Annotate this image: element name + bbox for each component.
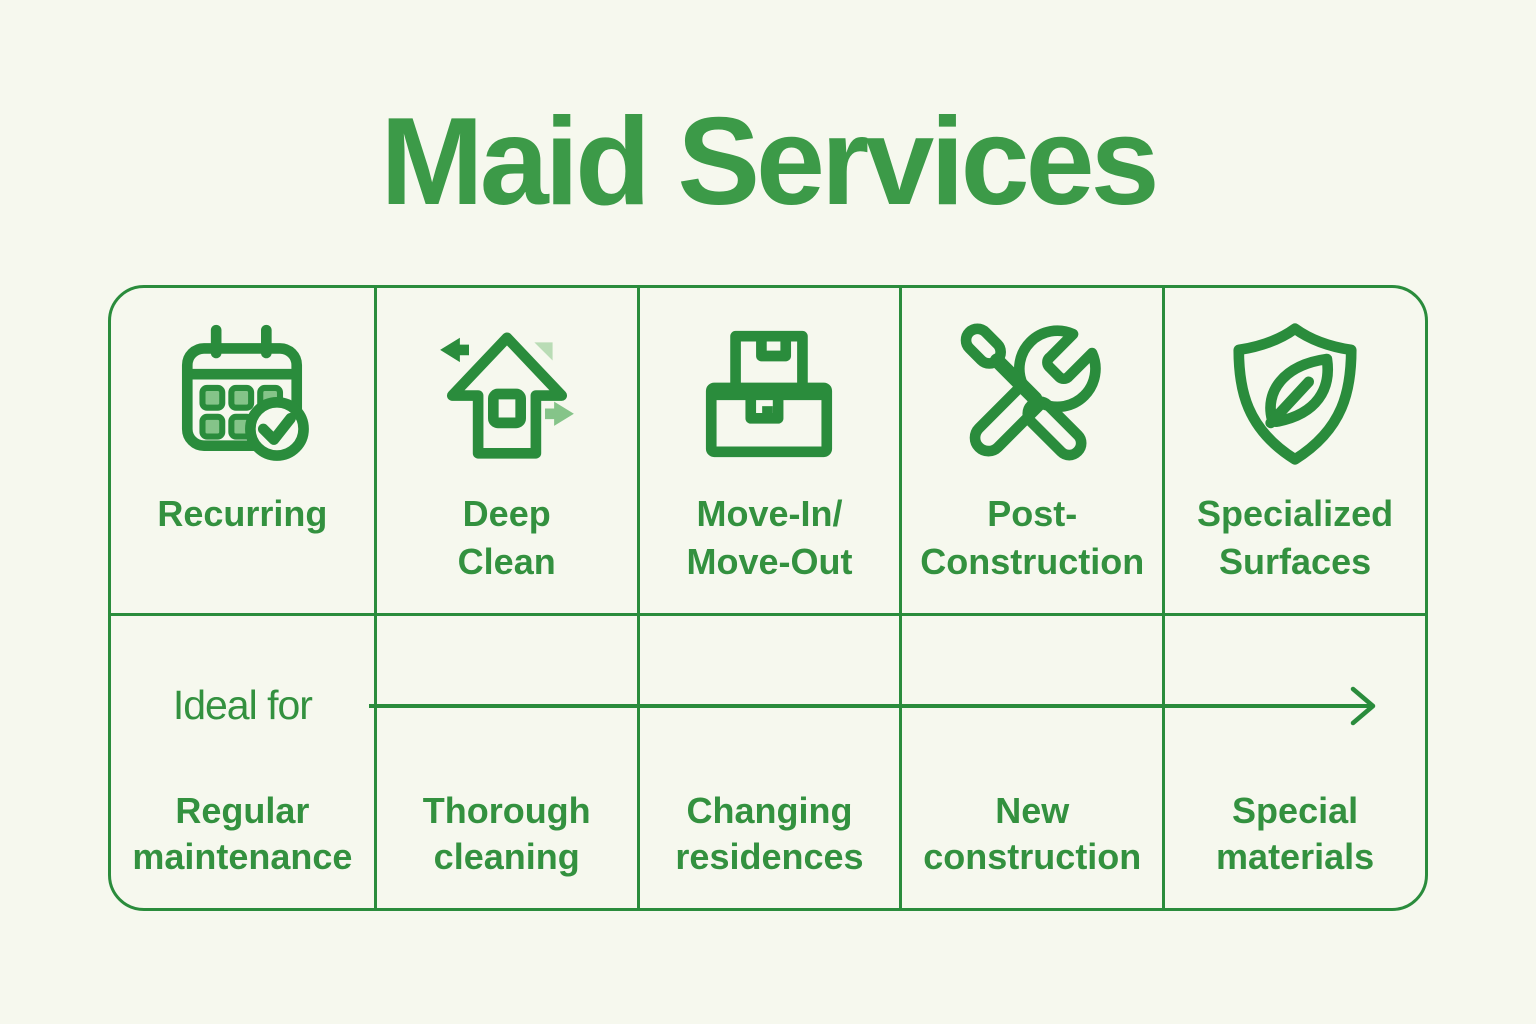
column-label-line2: Clean — [457, 541, 556, 582]
column-label: Post- — [987, 493, 1078, 534]
ideal-for-post-construction: New construction — [899, 613, 1163, 908]
ideal-for-value-line2: cleaning — [433, 836, 580, 877]
ideal-for-value-line2: materials — [1216, 836, 1375, 877]
ideal-for-value: Regular — [175, 790, 310, 831]
tools-icon — [902, 318, 1162, 470]
ideal-for-value-line2: construction — [923, 836, 1142, 877]
ideal-for-specialized-surfaces: Special materials — [1162, 613, 1425, 908]
column-label-line2: Surfaces — [1219, 541, 1372, 582]
column-header-move-in-out: Move-In/ Move-Out — [636, 288, 900, 613]
ideal-for-move-in-out: Changing residences — [636, 613, 900, 908]
ideal-for-value-line2: residences — [675, 836, 864, 877]
ideal-for-value: Changing — [686, 790, 853, 831]
ideal-for-value: Thorough — [422, 790, 591, 831]
column-header-recurring: Recurring — [111, 288, 374, 613]
column-header-deep-clean: Deep Clean — [373, 288, 637, 613]
ideal-for-value: Special — [1232, 790, 1359, 831]
ideal-for-value-line2: maintenance — [132, 836, 353, 877]
column-label: Recurring — [157, 493, 328, 534]
row-label: Ideal for — [172, 682, 313, 728]
column-label-line2: Move-Out — [686, 541, 853, 582]
ideal-for-deep-clean: Thorough cleaning — [373, 613, 637, 908]
column-label: Move-In/ — [696, 493, 843, 534]
ideal-for-value: New — [995, 790, 1070, 831]
column-label-line2: Construction — [920, 541, 1145, 582]
house-arrows-icon — [377, 318, 637, 470]
progression-arrow — [369, 682, 1399, 730]
calendar-check-icon — [111, 318, 374, 470]
column-label: Specialized — [1197, 493, 1394, 534]
page-title: Maid Services — [380, 93, 1159, 231]
moving-boxes-icon — [640, 318, 900, 470]
column-header-specialized-surfaces: Specialized Surfaces — [1162, 288, 1425, 613]
services-table: Recurring Deep Clean — [108, 285, 1428, 911]
ideal-for-cell: Ideal for Regular maintenance — [111, 613, 374, 908]
column-header-post-construction: Post- Construction — [899, 288, 1162, 613]
shield-leaf-icon — [1165, 318, 1425, 470]
column-label: Deep — [462, 493, 551, 534]
